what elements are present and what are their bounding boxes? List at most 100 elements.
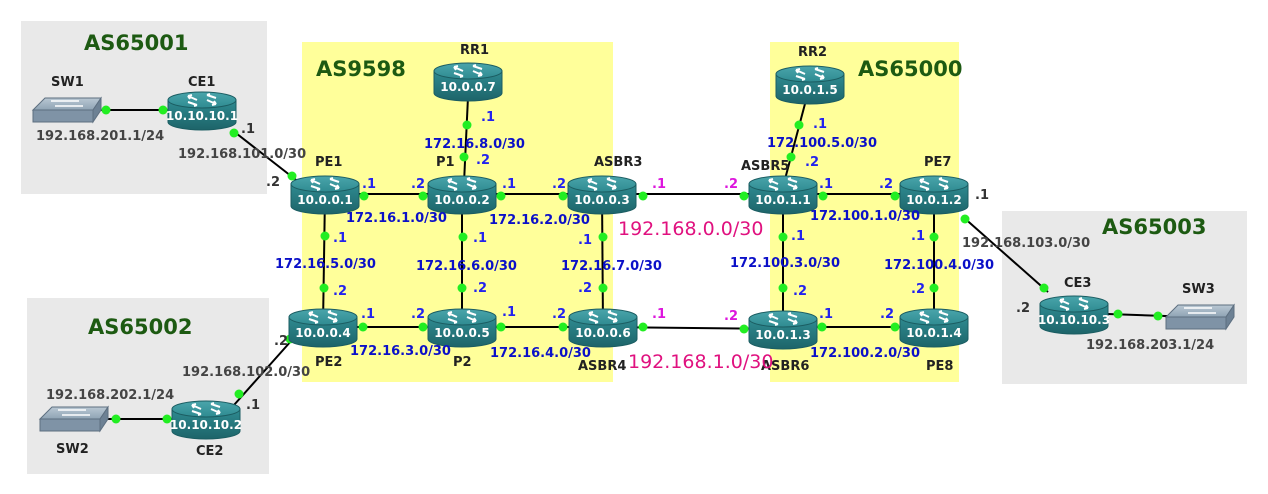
router-arrows-icon bbox=[768, 312, 798, 326]
router-arrows-icon bbox=[453, 64, 483, 78]
port-label: .2 bbox=[805, 155, 819, 170]
router-top bbox=[568, 308, 638, 326]
device-label-asbr4: ASBR4 bbox=[578, 359, 626, 374]
router-ip-label: 10.0.0.7 bbox=[440, 80, 495, 94]
router-arrows-icon bbox=[447, 177, 477, 191]
port-label: .1 bbox=[481, 110, 495, 125]
router-top bbox=[567, 175, 637, 193]
device-label-asbr3: ASBR3 bbox=[594, 155, 642, 170]
port-label: .2 bbox=[274, 334, 288, 349]
router-top bbox=[290, 175, 360, 193]
router-ce3[interactable]: 10.10.10.3 bbox=[1038, 295, 1110, 335]
switch-sw1[interactable] bbox=[31, 96, 102, 124]
link-dot bbox=[359, 191, 369, 201]
as-label-as65002: AS65002 bbox=[88, 315, 192, 339]
area-as65002 bbox=[27, 298, 269, 474]
router-rr1[interactable]: 10.0.0.7 bbox=[433, 62, 503, 102]
router-top bbox=[171, 400, 241, 418]
device-label-pe2: PE2 bbox=[315, 355, 342, 370]
router-body bbox=[290, 183, 360, 215]
router-asbr4[interactable]: 10.0.0.6 bbox=[568, 308, 638, 348]
router-pe1[interactable]: 10.0.0.1 bbox=[290, 175, 360, 215]
device-label-rr1: RR1 bbox=[460, 43, 489, 58]
device-label-rr2: RR2 bbox=[798, 45, 827, 60]
link-dot bbox=[459, 152, 469, 162]
router-body bbox=[748, 318, 818, 350]
link-rr1-p1 bbox=[463, 96, 469, 184]
router-ip-label: 10.0.1.1 bbox=[755, 193, 810, 207]
router-arrows-icon bbox=[308, 310, 338, 324]
subnet-label: 192.168.203.1/24 bbox=[1086, 338, 1214, 353]
switch-front bbox=[39, 418, 101, 432]
device-label-sw2: SW2 bbox=[56, 442, 89, 457]
port-label: .1 bbox=[652, 307, 666, 322]
port-label: .1 bbox=[819, 307, 833, 322]
router-p1[interactable]: 10.0.0.2 bbox=[427, 175, 497, 215]
router-body bbox=[568, 316, 638, 348]
port-label: .2 bbox=[879, 177, 893, 192]
device-label-sw1: SW1 bbox=[51, 75, 84, 90]
switch-arrows-icon bbox=[51, 100, 83, 107]
router-ip-label: 10.10.10.1 bbox=[166, 109, 238, 123]
port-label: .2 bbox=[552, 307, 566, 322]
device-label-pe7: PE7 bbox=[924, 155, 951, 170]
link-rr2-asbr5 bbox=[783, 99, 807, 184]
port-label: .2 bbox=[578, 281, 592, 296]
router-ip-label: 10.0.0.3 bbox=[574, 193, 629, 207]
switch-arrows-icon bbox=[58, 409, 90, 416]
link-dot bbox=[929, 283, 939, 293]
router-pe2[interactable]: 10.0.0.4 bbox=[288, 308, 358, 348]
link-dot bbox=[418, 191, 428, 201]
router-ip-label: 10.0.0.6 bbox=[575, 326, 630, 340]
router-asbr3[interactable]: 10.0.0.3 bbox=[567, 175, 637, 215]
device-label-sw3: SW3 bbox=[1182, 282, 1215, 297]
router-ce1[interactable]: 10.10.10.1 bbox=[166, 91, 238, 131]
port-label: .1 bbox=[246, 398, 260, 413]
link-dot bbox=[558, 191, 568, 201]
router-pe8[interactable]: 10.0.1.4 bbox=[899, 308, 969, 348]
port-label: .1 bbox=[578, 233, 592, 248]
router-arrows-icon bbox=[795, 67, 825, 81]
link-dot bbox=[1153, 311, 1163, 321]
port-label: .2 bbox=[476, 153, 490, 168]
switch-sw3[interactable] bbox=[1164, 303, 1235, 331]
subnet-label: 172.100.1.0/30 bbox=[810, 209, 920, 224]
router-body bbox=[427, 316, 497, 348]
router-p2[interactable]: 10.0.0.5 bbox=[427, 308, 497, 348]
subnet-label: 172.16.7.0/30 bbox=[561, 259, 662, 274]
switch-top bbox=[1164, 304, 1235, 318]
as-label-as65001: AS65001 bbox=[84, 31, 188, 55]
link-dot bbox=[598, 283, 608, 293]
router-arrows-icon bbox=[191, 402, 221, 416]
switch-sw2[interactable] bbox=[38, 405, 109, 433]
router-body bbox=[433, 70, 503, 102]
router-asbr5[interactable]: 10.0.1.1 bbox=[748, 175, 818, 215]
router-pe7[interactable]: 10.0.1.2 bbox=[899, 175, 969, 215]
link-asbr3-asbr4 bbox=[601, 193, 604, 326]
link-dot bbox=[818, 191, 828, 201]
router-rr2[interactable]: 10.0.1.5 bbox=[775, 65, 845, 105]
port-label: .2 bbox=[411, 177, 425, 192]
router-ip-label: 10.0.1.5 bbox=[782, 83, 837, 97]
router-top bbox=[899, 175, 969, 193]
router-ce2[interactable]: 10.10.10.2 bbox=[170, 400, 242, 440]
link-dot bbox=[890, 191, 900, 201]
port-label: .1 bbox=[975, 188, 989, 203]
router-asbr6[interactable]: 10.0.1.3 bbox=[748, 310, 818, 350]
subnet-label: 172.100.2.0/30 bbox=[810, 346, 920, 361]
port-label: .2 bbox=[724, 177, 738, 192]
port-label: .1 bbox=[361, 307, 375, 322]
router-body bbox=[775, 73, 845, 105]
port-label: .1 bbox=[333, 231, 347, 246]
router-top bbox=[427, 308, 497, 326]
link-dot bbox=[739, 191, 749, 201]
device-label-asbr6: ASBR6 bbox=[761, 359, 809, 374]
link-dot bbox=[960, 214, 970, 224]
link-dot bbox=[786, 152, 796, 162]
router-body bbox=[288, 316, 358, 348]
router-arrows-icon bbox=[187, 93, 217, 107]
link-endpoints bbox=[101, 105, 1163, 424]
switch-front bbox=[1165, 316, 1227, 330]
